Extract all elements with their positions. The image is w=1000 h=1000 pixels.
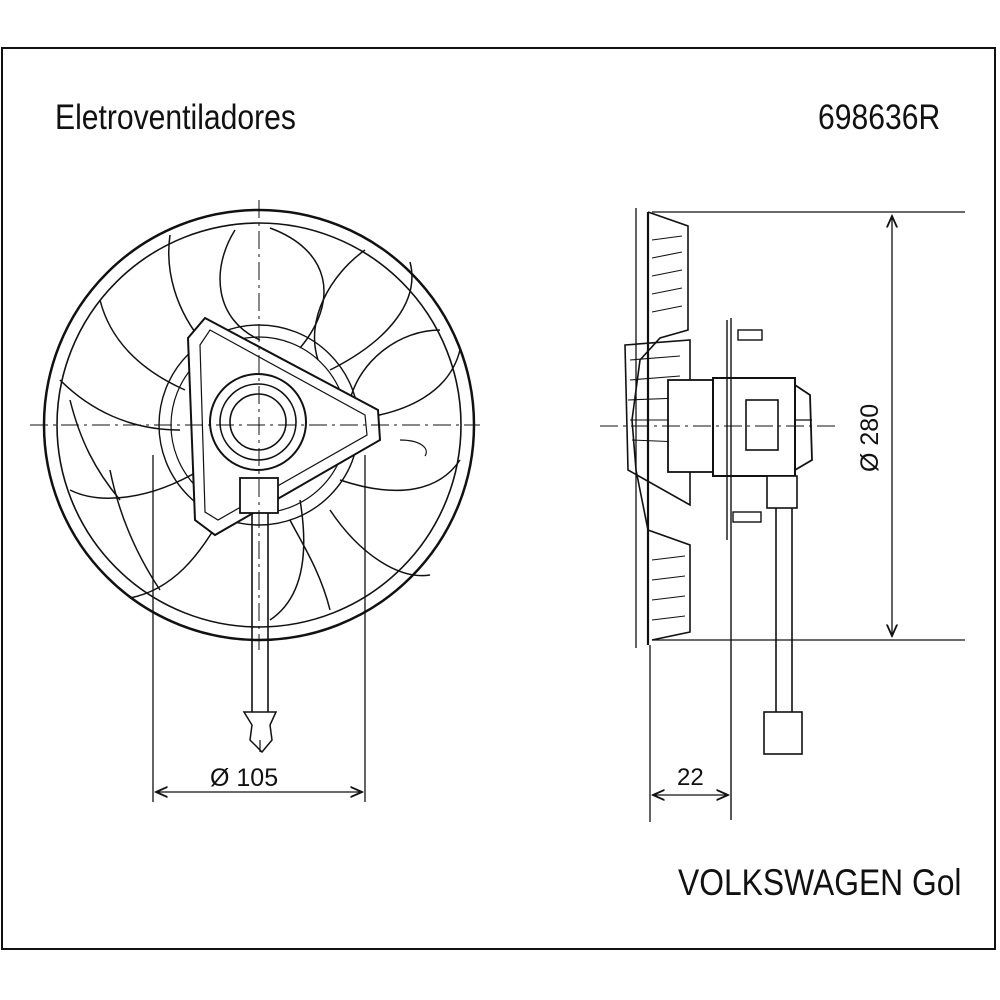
blade-section-upper xyxy=(651,235,683,313)
mounting-tab-top xyxy=(737,329,763,341)
side-connector xyxy=(766,475,798,509)
vehicle-application: VOLKSWAGEN Gol xyxy=(678,862,962,903)
cable-terminal xyxy=(242,711,278,754)
drawing-border xyxy=(1,47,996,950)
blade-section-lower xyxy=(651,555,686,621)
front-view xyxy=(30,200,480,754)
page-title: Eletroventiladores xyxy=(55,98,296,137)
depth-dimension xyxy=(649,645,728,822)
side-cable-terminal xyxy=(763,711,803,755)
motor-hub xyxy=(209,373,307,471)
mounting-bolt xyxy=(732,511,762,523)
depth-label: 22 xyxy=(677,764,704,791)
fan-diameter-label: Ø 280 xyxy=(856,404,884,472)
hub-diameter-dimension xyxy=(152,455,366,802)
hub-diameter-label: Ø 105 xyxy=(210,764,278,792)
part-number: 698636R xyxy=(818,98,941,137)
side-view xyxy=(600,208,965,820)
